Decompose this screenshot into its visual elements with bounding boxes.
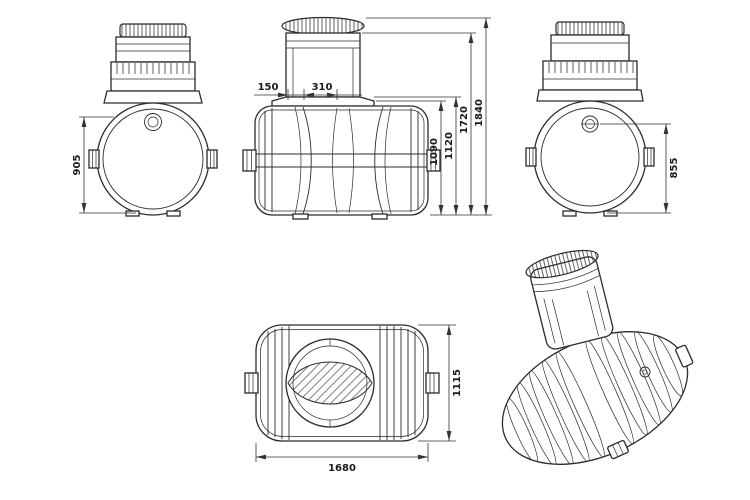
tank-neck	[115, 36, 191, 63]
tank-neck	[550, 34, 630, 62]
dim-label-1115: 1115	[452, 369, 463, 397]
tank-body-end	[533, 100, 647, 214]
dim-label-1840: 1840	[474, 99, 485, 127]
strap-clip-left	[244, 372, 259, 394]
dim-label-905: 905	[72, 155, 83, 176]
outlet-port-iso	[639, 366, 651, 378]
dimension-1680: 1680	[255, 443, 429, 474]
dim-label-1120: 1120	[444, 132, 455, 160]
dim-label-310: 310	[312, 82, 333, 93]
foot	[603, 210, 618, 217]
foot	[292, 213, 309, 220]
neck-flange	[271, 96, 375, 107]
strap-clip-right	[206, 149, 218, 169]
dimension-310: 310	[304, 82, 362, 100]
dimension-1115: 1115	[418, 324, 463, 442]
tank-body	[254, 105, 429, 216]
manhole-lens	[287, 361, 373, 405]
strap-clip-right	[643, 147, 655, 167]
strap-clip-end	[675, 344, 694, 368]
shoulder-step	[536, 89, 644, 102]
tank-body-end	[96, 102, 210, 216]
strap-clip-left	[242, 149, 257, 172]
tank-lid-iso	[525, 249, 599, 279]
dim-label-1720: 1720	[459, 106, 470, 134]
foot	[371, 213, 388, 220]
foot	[166, 210, 181, 217]
foot	[125, 210, 140, 217]
tank-lid	[281, 16, 365, 36]
dim-label-1680: 1680	[328, 463, 356, 474]
shoulder-step	[103, 90, 203, 104]
dim-label-1090: 1090	[429, 138, 440, 166]
front-view	[242, 16, 441, 220]
dim-label-855: 855	[669, 158, 680, 179]
dim-label-150: 150	[258, 82, 279, 93]
end-view-right	[525, 21, 655, 217]
strap-clip-left	[88, 149, 100, 169]
foot	[562, 210, 577, 217]
strap-clip-right	[425, 372, 440, 394]
tank-lid	[119, 23, 187, 38]
top-view	[244, 324, 440, 442]
dimension-905: 905	[72, 116, 136, 214]
end-view-left	[88, 23, 218, 217]
strap-clip-left	[525, 147, 537, 167]
tank-lid	[555, 21, 625, 36]
isometric-view	[501, 249, 694, 467]
inlet-port	[144, 113, 162, 131]
dimension-855: 855	[600, 123, 680, 214]
dimension-stack-right: 1090 1120 1720 1840	[362, 17, 492, 216]
